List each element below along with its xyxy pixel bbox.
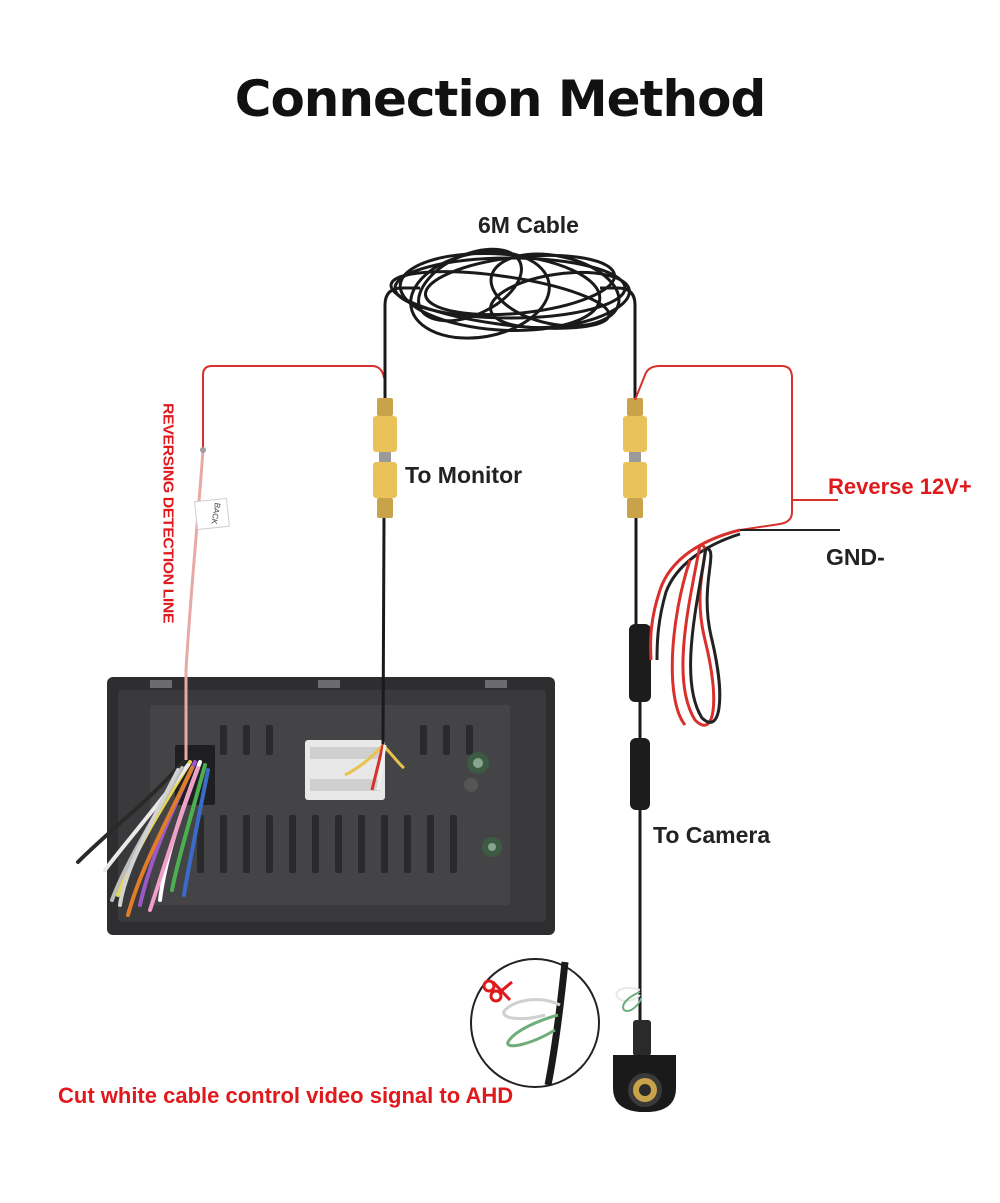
to-monitor-label: To Monitor (405, 462, 523, 488)
rca-connector-monitor (373, 398, 397, 518)
head-unit (107, 677, 555, 935)
page-title: Connection Method (234, 70, 767, 128)
rca-connector-camera (623, 398, 647, 518)
reverse-power-label: Reverse 12V+ (828, 474, 972, 499)
scissors-icon (482, 979, 513, 1003)
power-wires (634, 365, 840, 727)
reversing-detection-wire (184, 365, 385, 760)
cut-wire-inset (470, 958, 600, 1088)
cable-length-label: 6M Cable (478, 212, 579, 238)
to-camera-label: To Camera (653, 822, 771, 848)
cable-junction-upper (629, 624, 651, 702)
cable-coil (389, 247, 631, 340)
cable-junction-lower (630, 738, 650, 810)
ground-label: GND- (826, 544, 885, 570)
reversing-detection-label: REVERSING DETECTION LINE (159, 403, 176, 624)
monitor-video-cable (381, 286, 420, 746)
camera-video-cable (600, 286, 642, 1035)
cut-cable-note: Cut white cable control video signal to … (58, 1083, 514, 1108)
head-unit-rca-pigtail (344, 743, 405, 791)
harness-wires (76, 758, 210, 917)
wire-tag-text: BACK (209, 502, 222, 526)
camera (613, 987, 676, 1112)
